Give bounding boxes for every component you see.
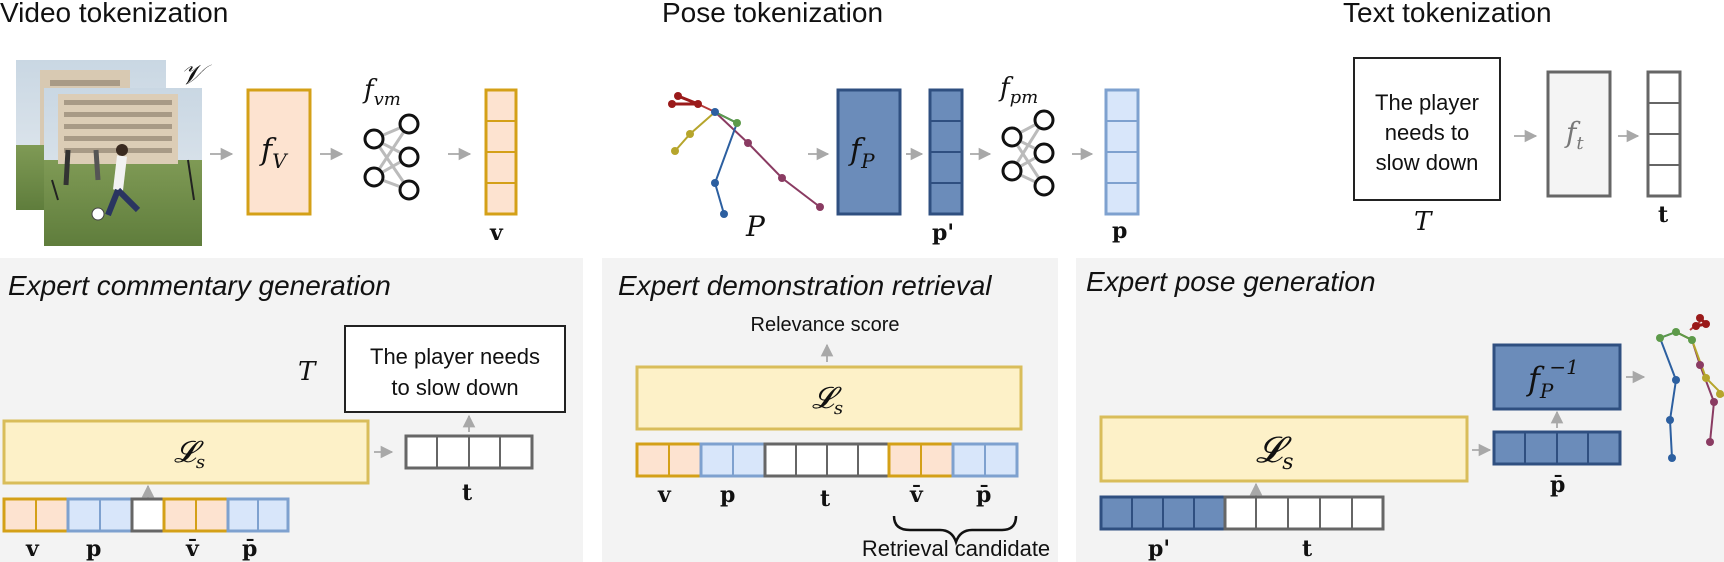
retrieval-candidate-brace [892,515,1018,546]
commentary-output-box [344,325,566,413]
pose-generation-title: Expert pose generation [1086,266,1376,297]
text-token-stack [1646,70,1682,198]
commentary-llm-box [2,419,370,485]
commentary-output-line-2: to slow down [391,375,518,400]
retrieval-candidate-label: Retrieval candidate [862,536,1050,561]
pose-mapped-token-label: p [1112,218,1127,244]
commentary-input-label-pbar: p̄ [242,536,257,562]
retrieval-llm-label: 𝓛s [812,381,843,419]
text-input-line-3: slow down [1376,150,1479,175]
video-tokenization-title: Video tokenization [0,0,228,28]
video-mapper-label: fvm [362,75,401,110]
retrieval-label-t: t [820,486,831,512]
pose-decoder-box [1492,343,1622,411]
video-frames [16,60,202,246]
pose-generation-output-tokens [1492,430,1622,466]
commentary-llm-label: 𝓛s [174,435,205,473]
retrieval-score-label: Relevance score [751,314,900,336]
pose-generation-output-label: p̄ [1550,472,1565,498]
pose-generation-input-label-pprime: p' [1148,536,1170,562]
pose-mapped-token-stack [1104,88,1140,216]
text-input-box [1353,57,1501,201]
retrieval-label-p: p [720,482,735,508]
commentary-title: Expert commentary generation [8,270,391,301]
video-token-label: v [489,220,504,246]
pose-mapper-label: fpm [998,73,1038,108]
video-token-stack [484,88,518,216]
text-input-line-2: needs to [1385,120,1469,145]
commentary-input-label-p: p [86,536,101,562]
video-symbol: 𝒱 [180,58,212,91]
pose-token-stack [928,88,964,216]
video-frame-front [44,88,202,246]
text-input-line-1: The player [1375,90,1479,115]
retrieval-llm-box [635,365,1023,431]
commentary-input-label-v: v [25,536,40,562]
text-symbol: T [1414,207,1433,237]
pose-encoder-box [836,88,902,216]
generated-pose-skeleton-icon [1656,314,1724,462]
text-token-label: t [1658,202,1669,228]
pose-generation-input-tokens [1099,495,1385,531]
retrieval-label-vbar: v̄ [909,482,924,508]
pose-skeleton-icon [668,92,824,218]
pose-generation-llm-box [1099,415,1469,483]
retrieval-title: Expert demonstration retrieval [618,270,992,301]
commentary-input-tokens [2,497,290,533]
pose-mapper-network-icon [1001,109,1055,197]
commentary-output-symbol: T [298,357,317,387]
retrieval-input-tokens [635,442,1019,478]
commentary-output-token-label: t [462,480,473,506]
video-encoder-box [246,88,312,216]
text-encoder-box [1546,70,1612,198]
text-tokenization-title: Text tokenization [1343,0,1552,28]
pose-generation-input-label-t: t [1302,536,1313,562]
commentary-output-tokens [404,434,534,470]
video-mapper-network-icon [363,113,420,201]
pose-symbol: P [745,210,766,243]
commentary-output-line-1: The player needs [370,344,540,369]
pose-tokenization-title: Pose tokenization [662,0,883,28]
commentary-input-label-vbar: v̄ [185,536,200,562]
retrieval-label-pbar: p̄ [976,482,991,508]
retrieval-label-v: v [657,482,672,508]
pose-token-label: p' [932,220,954,246]
